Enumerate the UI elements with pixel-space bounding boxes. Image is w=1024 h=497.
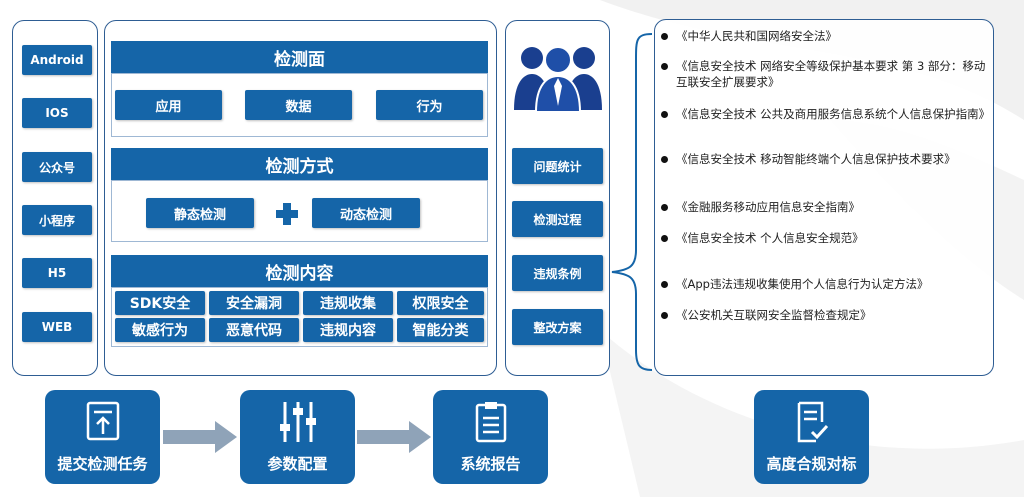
clipboard-report-icon (475, 402, 506, 443)
platform-mini-program[interactable]: 小程序 (22, 205, 92, 235)
platform-android[interactable]: Android (22, 45, 92, 75)
surface-item-data[interactable]: 数据 (245, 90, 352, 120)
content-cell[interactable]: 安全漏洞 (209, 291, 299, 315)
regulation-item: 《信息安全技术 公共及商用服务信息系统个人信息保护指南》 (661, 106, 990, 122)
platform-h5[interactable]: H5 (22, 258, 92, 288)
step-parameter-config[interactable]: 参数配置 (240, 390, 355, 484)
platform-ios[interactable]: IOS (22, 98, 92, 128)
method-static[interactable]: 静态检测 (146, 198, 254, 228)
step-label: 系统报告 (460, 455, 521, 473)
surface-item-behavior[interactable]: 行为 (376, 90, 483, 120)
detection-method-title: 检测方式 (111, 148, 488, 180)
platform-official-account[interactable]: 公众号 (22, 152, 92, 182)
content-cell[interactable]: 违规收集 (303, 291, 393, 315)
step-label: 提交检测任务 (57, 455, 148, 473)
content-cell[interactable]: SDK安全 (115, 291, 205, 315)
content-cell[interactable]: 敏感行为 (115, 318, 205, 342)
content-cell[interactable]: 违规内容 (303, 318, 393, 342)
content-cell[interactable]: 恶意代码 (209, 318, 299, 342)
step-compliance-benchmark[interactable]: 高度合规对标 (754, 390, 869, 484)
detection-surface-title: 检测面 (111, 41, 488, 73)
sliders-icon (279, 402, 316, 442)
arrow-right-icon (163, 421, 237, 453)
regulation-item: 《信息安全技术 网络安全等级保护基本要求 第 3 部分：移动互联安全扩展要求》 (661, 58, 987, 90)
regulations-panel (654, 19, 994, 376)
step-submit-task[interactable]: 提交检测任务 (45, 390, 160, 484)
mid-item-issue-stats[interactable]: 问题统计 (512, 148, 603, 184)
plus-icon (276, 203, 298, 225)
brace-connector (611, 33, 653, 371)
regulation-item: 《金融服务移动应用信息安全指南》 (661, 199, 987, 215)
content-cell[interactable]: 智能分类 (397, 318, 484, 342)
step-label: 参数配置 (267, 455, 328, 473)
regulation-item: 《信息安全技术 移动智能终端个人信息保护技术要求》 (661, 151, 987, 167)
surface-item-app[interactable]: 应用 (115, 90, 222, 120)
regulation-item: 《公安机关互联网安全监督检查规定》 (661, 307, 987, 323)
compliance-check-icon (797, 401, 828, 443)
mid-item-process[interactable]: 检测过程 (512, 201, 603, 237)
step-label: 高度合规对标 (766, 455, 857, 473)
platform-web[interactable]: WEB (22, 312, 92, 342)
arrow-right-icon (357, 421, 431, 453)
submit-document-icon (86, 401, 119, 441)
mid-item-violation-rules[interactable]: 违规条例 (512, 255, 603, 291)
team-people-icon (514, 46, 602, 112)
detection-content-title: 检测内容 (111, 255, 488, 287)
regulation-item: 《App违法违规收集使用个人信息行为认定方法》 (661, 276, 987, 292)
method-dynamic[interactable]: 动态检测 (312, 198, 420, 228)
step-system-report[interactable]: 系统报告 (433, 390, 548, 484)
regulation-item: 《中华人民共和国网络安全法》 (661, 28, 987, 44)
content-cell[interactable]: 权限安全 (397, 291, 484, 315)
regulation-item: 《信息安全技术 个人信息安全规范》 (661, 230, 987, 246)
mid-item-remediation[interactable]: 整改方案 (512, 309, 603, 345)
